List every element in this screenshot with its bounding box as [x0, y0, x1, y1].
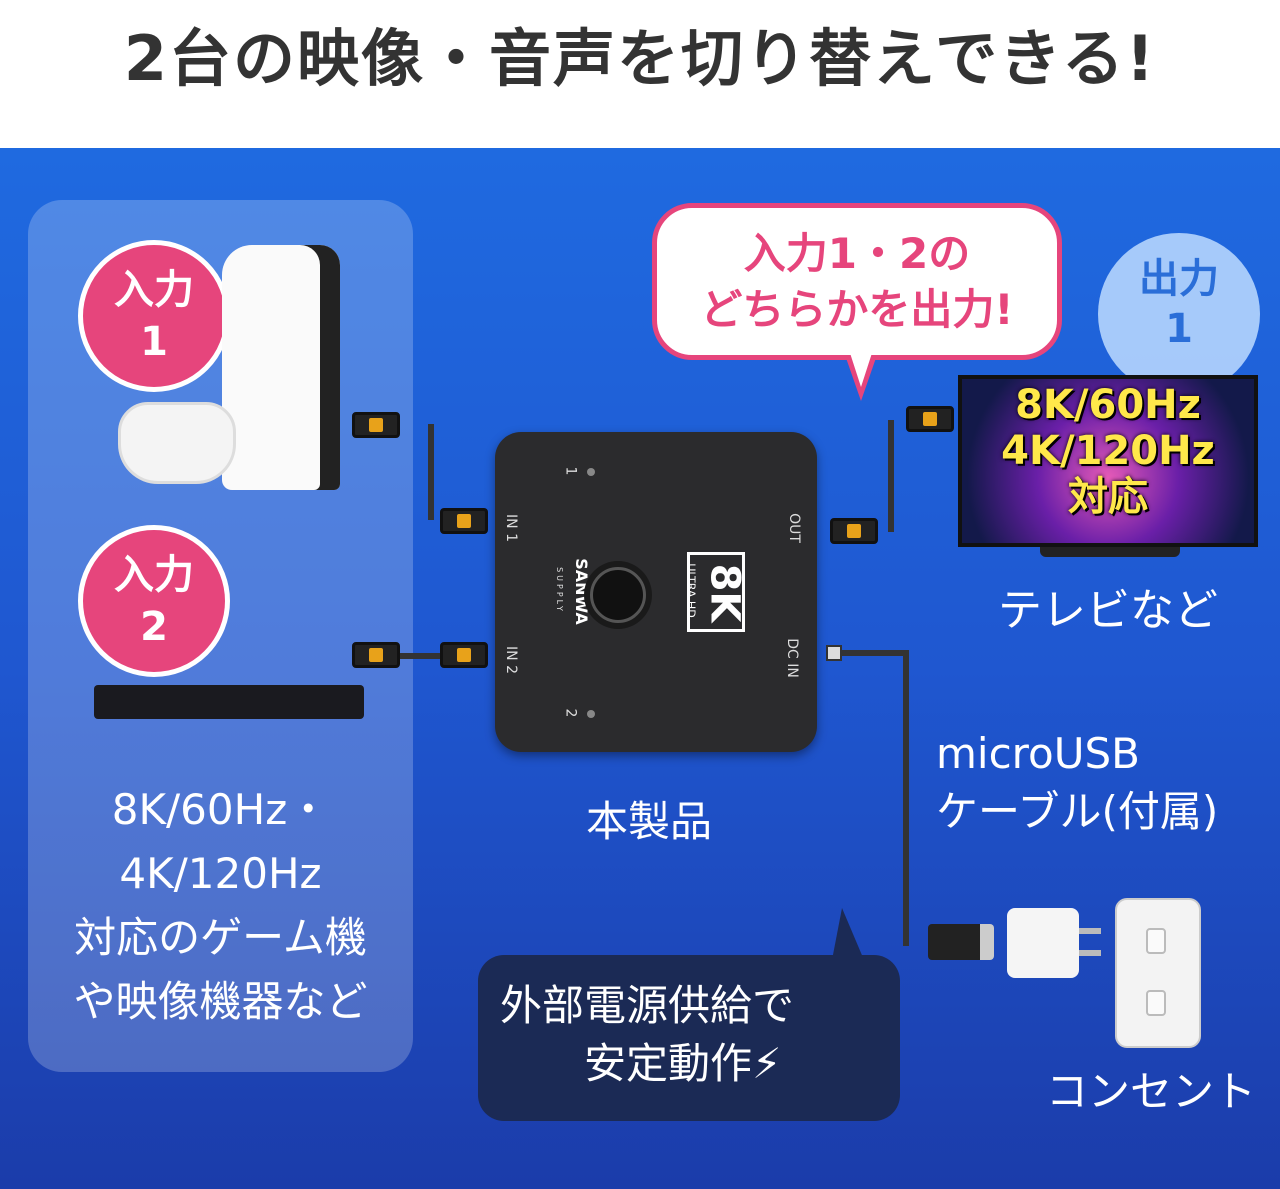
usb-ac-adapter-image	[1007, 908, 1079, 978]
hdmi-cable-2	[400, 653, 440, 659]
description-line: 4K/120Hz	[119, 849, 322, 898]
adapter-prong	[1079, 950, 1101, 956]
hdmi-plug-icon	[440, 508, 488, 534]
8k-badge	[687, 552, 745, 632]
page-title: 2台の映像・音声を切り替えできる!	[123, 22, 1157, 95]
badge-number: 2	[140, 604, 168, 650]
tv-spec-line: 8K/60Hz	[1015, 382, 1201, 428]
description-line: や映像機器など	[73, 977, 368, 1026]
bluray-player-image	[94, 685, 364, 719]
hdmi-cable-1	[428, 424, 434, 520]
usb-cable	[903, 650, 909, 946]
device-caption: 本製品	[586, 797, 713, 846]
bubble-tail-inner	[850, 353, 872, 387]
outlet-socket	[1146, 928, 1166, 954]
bubble-line: 入力1・2の	[743, 229, 971, 278]
hdmi-plug-icon	[830, 518, 878, 544]
tv-spec-line: 4K/120Hz	[1001, 428, 1215, 474]
power-supply-bubble: 外部電源供給で 安定動作⚡	[478, 955, 900, 1121]
brand-logo: SANWA	[571, 558, 591, 625]
input-devices-description: 8K/60Hz・ 4K/120Hz 対応のゲーム機 や映像機器など	[28, 778, 413, 1034]
description-line: 対応のゲーム機	[74, 913, 367, 962]
badge-label: 入力	[114, 552, 194, 598]
cable-caption: microUSB ケーブル(付属)	[936, 725, 1218, 841]
8k-badge-main: 8K	[701, 563, 748, 623]
output-speech-bubble: 入力1・2の どちらかを出力!	[652, 203, 1062, 360]
hdmi-plug-icon	[906, 406, 954, 432]
usb-cable	[840, 650, 906, 656]
badge-number: 1	[1165, 306, 1193, 352]
8k-badge-sub: ULTRA HD	[684, 563, 698, 618]
badge-label: 入力	[114, 267, 194, 313]
hdmi-plug-icon	[352, 412, 400, 438]
port-label-in1: IN 1	[502, 514, 519, 542]
port-label-out: OUT	[785, 513, 802, 543]
cable-caption-line: microUSB	[936, 729, 1140, 778]
switch-button[interactable]	[590, 567, 646, 623]
cable-caption-line: ケーブル(付属)	[936, 787, 1219, 836]
led-label-2: 2	[562, 708, 579, 718]
game-controller-image	[118, 402, 236, 484]
output-caption: テレビなど	[998, 585, 1218, 636]
bubble-line: 安定動作⚡	[584, 1039, 782, 1088]
led-indicator-1	[587, 468, 595, 476]
input-1-badge: 入力 1	[78, 240, 230, 392]
port-label-dcin: DC IN	[783, 638, 800, 678]
badge-number: 1	[140, 319, 168, 365]
hdmi-cable-out	[888, 420, 894, 532]
adapter-prong	[1079, 928, 1101, 934]
bubble-line: 外部電源供給で	[500, 981, 795, 1030]
bubble-line: どちらかを出力!	[700, 285, 1014, 334]
tv-spec-text: 8K/60Hz 4K/120Hz 対応	[958, 382, 1258, 520]
hdmi-switch-device	[495, 432, 817, 752]
tv-stand	[1040, 547, 1180, 557]
hdmi-plug-icon	[352, 642, 400, 668]
port-label-in2: IN 2	[502, 646, 519, 674]
hdmi-plug-icon	[440, 642, 488, 668]
brand-logo-sub: SUPPLY	[554, 567, 564, 614]
game-console-image	[222, 245, 340, 490]
bubble-tail	[832, 908, 864, 960]
usb-plug-icon	[928, 924, 994, 960]
wall-outlet-image	[1115, 898, 1201, 1048]
tv-spec-line: 対応	[1068, 474, 1148, 520]
outlet-caption: コンセント	[1046, 1067, 1257, 1116]
input-2-badge: 入力 2	[78, 525, 230, 677]
badge-label: 出力	[1139, 256, 1219, 302]
tv-image	[958, 375, 1258, 547]
description-line: 8K/60Hz・	[111, 785, 330, 834]
outlet-socket	[1146, 990, 1166, 1016]
led-label-1: 1	[562, 466, 579, 476]
microusb-plug-icon	[826, 645, 842, 661]
led-indicator-2	[587, 710, 595, 718]
output-1-badge: 出力 1	[1098, 233, 1260, 395]
